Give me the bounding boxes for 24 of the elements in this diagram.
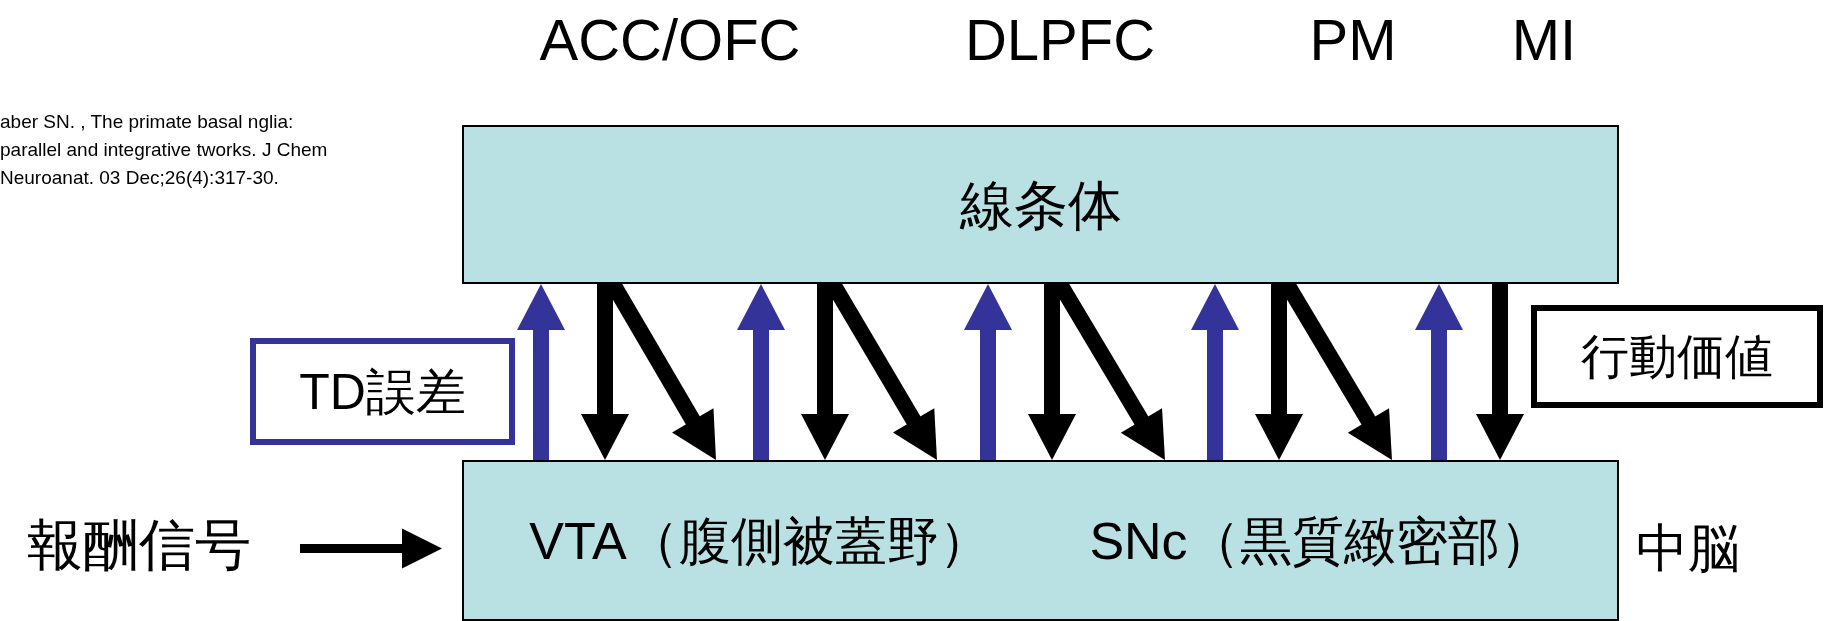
striatum-box: 線条体 [462,125,1619,284]
arrow [1415,284,1463,460]
arrow [801,284,849,460]
arrow [1028,284,1076,460]
area-label: ACC/OFC [539,11,801,69]
arrow [1476,284,1524,460]
midbrain-label: 中脳 [1636,522,1740,574]
arrow [517,284,565,460]
arrow [737,284,785,460]
arrow [1255,284,1303,460]
citation-text: aber SN. , The primate basal nglia: parallel and integrative tworks. J Chem Neuroanat. 03 Dec;26(4):317-30. [0,110,329,190]
arrow [964,284,1012,460]
region-label: SNc（黒質緻密部） [1089,514,1552,567]
arrow [300,528,442,569]
arrow [581,284,629,460]
midbrain-box [462,460,1619,621]
reward-signal-text: 報酬信号 [8,510,270,580]
area-label: MI [1511,11,1577,69]
td-error-box: TD誤差 [250,338,515,445]
region-label: VTA（腹側被蓋野） [529,514,991,567]
area-label: DLPFC [964,11,1156,69]
arrow [1191,284,1239,460]
area-label: PM [1309,11,1397,69]
action-value-box: 行動価値 [1531,305,1823,408]
